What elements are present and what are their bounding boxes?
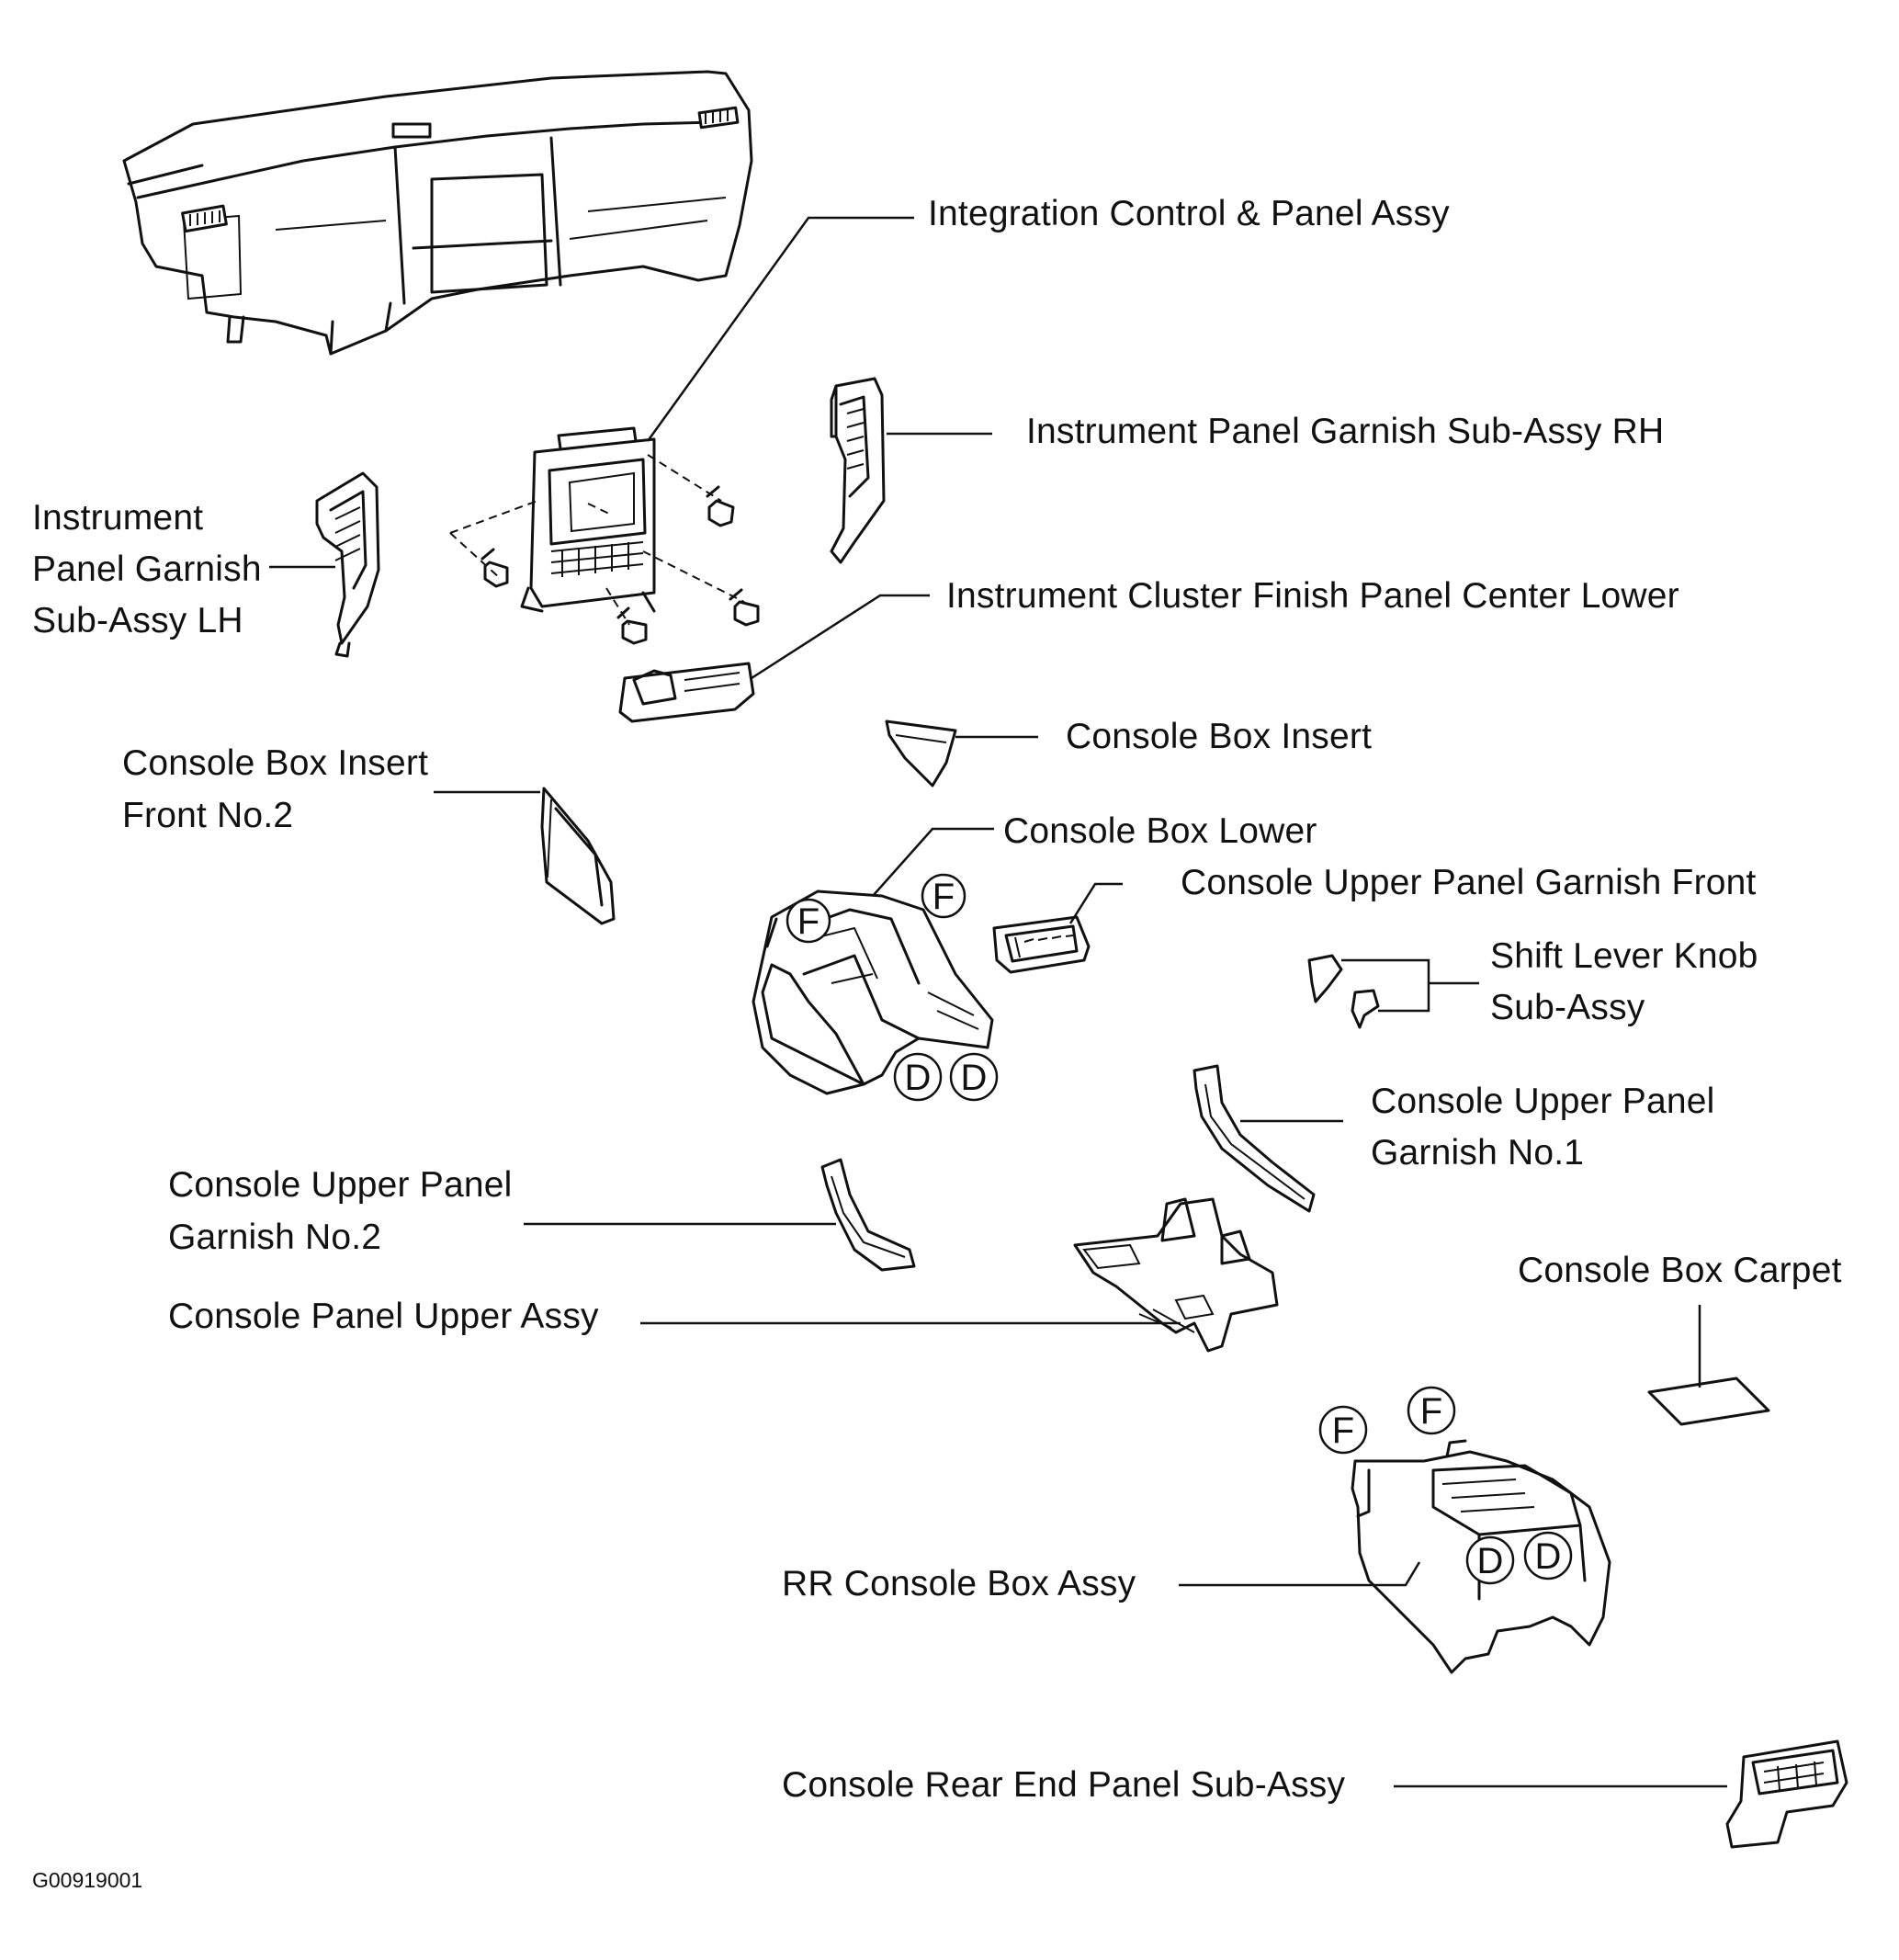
console-box-carpet-illustration (1647, 1377, 1770, 1426)
callout-F-1: F (786, 898, 831, 944)
cluster-finish-lower-illustration (618, 662, 755, 723)
garnish-rh-illustration (830, 377, 886, 564)
label-console-box-carpet: Console Box Carpet (1518, 1251, 1842, 1290)
rear-end-panel-illustration (1725, 1739, 1848, 1849)
callout-D-1: D (893, 1052, 943, 1102)
label-shift-knob-line1: Shift Lever Knob (1490, 936, 1758, 976)
insert-front-no2-illustration (540, 787, 616, 925)
console-box-insert-illustration (885, 719, 957, 787)
upper-garnish-front-illustration (992, 915, 1091, 974)
callout-D-2-text: D (961, 1058, 988, 1098)
upper-garnish-no1-illustration (1193, 1064, 1316, 1213)
callout-D-3: D (1465, 1535, 1515, 1585)
figure-code: G00919001 (32, 1868, 143, 1892)
label-garnish-lh-line2: Panel Garnish (32, 549, 262, 589)
label-upper-garnish-no2-line1: Console Upper Panel (168, 1165, 513, 1205)
label-upper-garnish-front: Console Upper Panel Garnish Front (1181, 863, 1757, 902)
callout-F-2-text: F (933, 877, 955, 917)
shift-knob-illustration (1307, 954, 1479, 1029)
callout-D-4: D (1523, 1531, 1573, 1580)
callout-F-3-text: F (1332, 1411, 1354, 1451)
label-upper-garnish-no1-line1: Console Upper Panel (1371, 1082, 1715, 1121)
callout-F-3: F (1318, 1405, 1368, 1455)
label-upper-garnish-no2-line2: Garnish No.2 (168, 1218, 382, 1257)
label-garnish-lh-line3: Sub-Assy LH (32, 601, 243, 640)
label-panel-upper-assy: Console Panel Upper Assy (168, 1297, 599, 1336)
label-console-box-insert: Console Box Insert (1066, 717, 1373, 756)
label-garnish-lh-line1: Instrument (32, 498, 204, 538)
label-console-box-lower: Console Box Lower (1003, 811, 1317, 851)
callout-D-4-text: D (1535, 1536, 1562, 1577)
upper-garnish-no2-illustration (820, 1158, 916, 1272)
label-rr-console-box: RR Console Box Assy (782, 1564, 1136, 1603)
leader-lines (269, 216, 1727, 1788)
callout-F-4-text: F (1420, 1391, 1442, 1432)
callout-D-2: D (949, 1052, 999, 1102)
instrument-panel-illustration (122, 70, 753, 356)
label-insert-front-no2-line1: Console Box Insert (122, 743, 429, 783)
label-upper-garnish-no1-line2: Garnish No.1 (1371, 1133, 1585, 1173)
integration-control-panel-illustration (449, 426, 760, 645)
callout-F-2: F (921, 873, 966, 919)
callout-F-4: F (1407, 1386, 1456, 1435)
callout-D-3-text: D (1477, 1541, 1504, 1581)
label-shift-knob-line2: Sub-Assy (1490, 988, 1645, 1027)
label-insert-front-no2-line2: Front No.2 (122, 796, 294, 835)
label-rear-end-panel: Console Rear End Panel Sub-Assy (782, 1765, 1346, 1805)
label-integration-control: Integration Control & Panel Assy (928, 194, 1450, 233)
label-cluster-finish-lower: Instrument Cluster Finish Panel Center L… (946, 576, 1679, 616)
label-garnish-rh: Instrument Panel Garnish Sub-Assy RH (1026, 412, 1665, 451)
callout-F-1-text: F (797, 901, 820, 942)
panel-upper-assy-illustration (1073, 1197, 1279, 1353)
callout-D-1-text: D (905, 1058, 932, 1098)
garnish-lh-illustration (315, 471, 380, 658)
